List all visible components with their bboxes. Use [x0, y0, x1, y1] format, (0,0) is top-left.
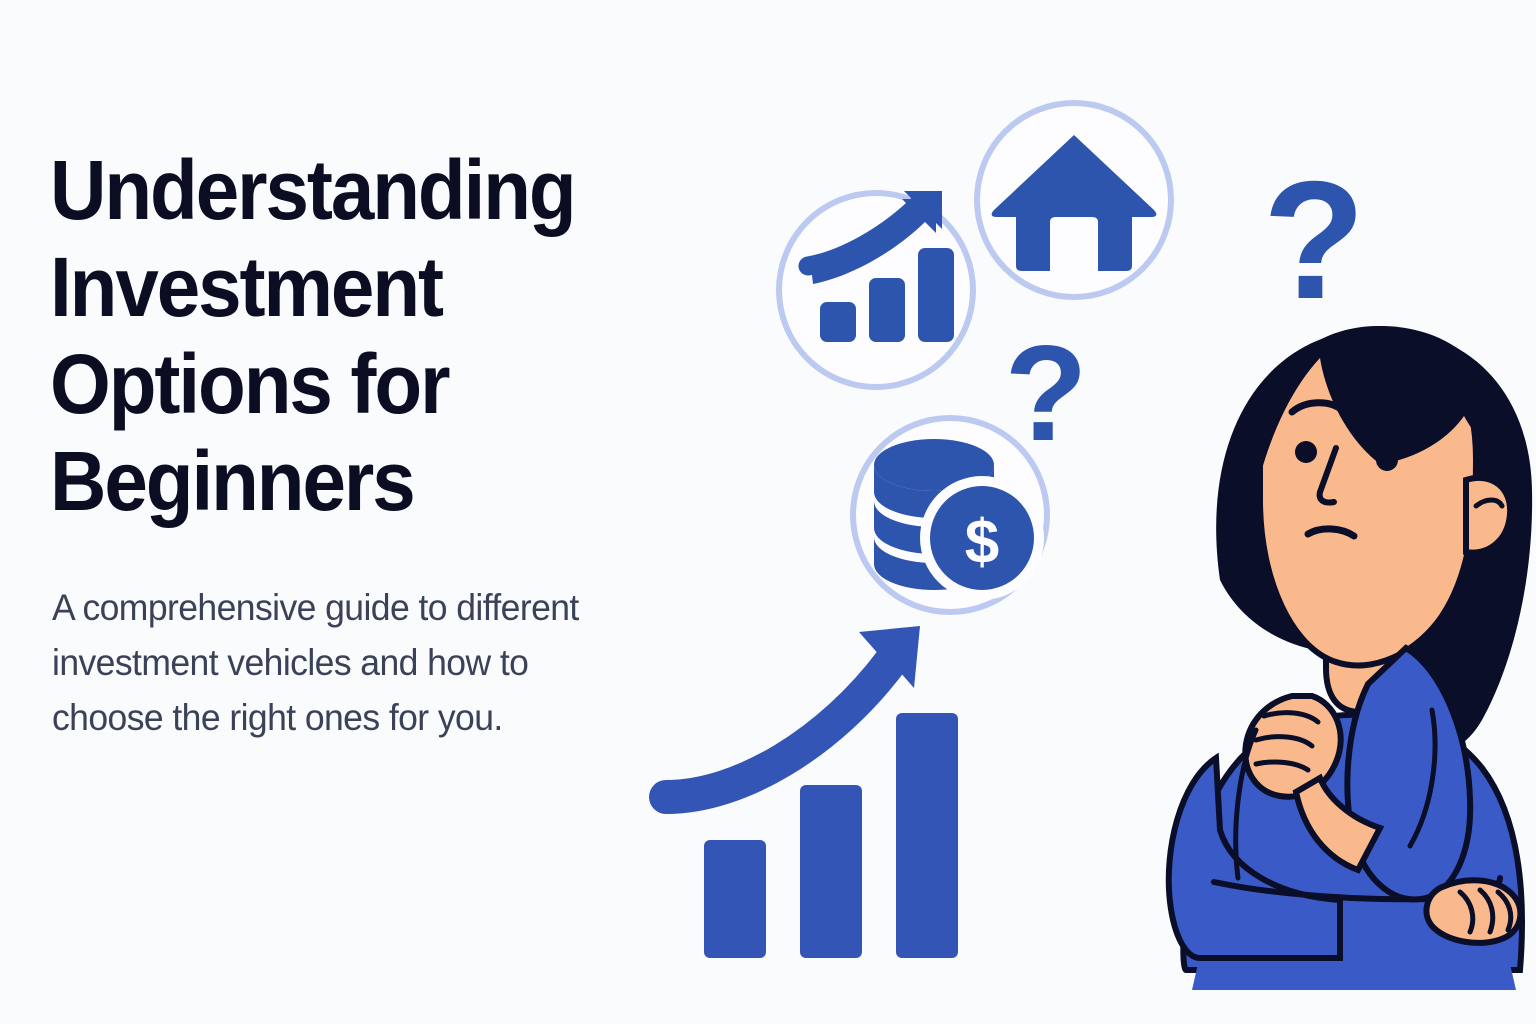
icon-bubble-savings: $ — [850, 415, 1050, 615]
knuckle-1 — [1457, 889, 1476, 935]
coins-dollar-icon: $ — [874, 439, 1044, 600]
bar-3 — [896, 713, 958, 958]
growth-arrow-head — [859, 626, 920, 688]
ear — [1463, 475, 1514, 556]
headline-group: Understanding Investment Options for Beg… — [50, 142, 810, 738]
sleeve-left — [1165, 752, 1343, 961]
eyebrow-left — [1288, 399, 1346, 416]
growth-arrow-icon — [649, 643, 909, 814]
eyebrow-right — [1360, 410, 1418, 430]
hair-front — [1249, 325, 1522, 510]
thinking-woman-figure — [1165, 325, 1533, 990]
finger-1 — [1261, 710, 1321, 725]
question-mark-large-icon: ? — [1263, 146, 1366, 334]
svg-text:?: ? — [1004, 317, 1087, 469]
knuckle-3 — [1495, 889, 1514, 933]
bar-1 — [704, 840, 766, 958]
fold-line-2 — [1407, 707, 1438, 849]
nose — [1316, 445, 1339, 506]
page-subtitle: A comprehensive guide to different inves… — [52, 587, 579, 738]
bar-2 — [800, 785, 862, 958]
eye-left — [1295, 441, 1317, 463]
knuckle-2 — [1477, 887, 1496, 935]
icon-bubble-real-estate — [974, 100, 1174, 300]
growth-bar-chart — [649, 626, 958, 958]
finger-2 — [1253, 734, 1315, 749]
fold-line-1 — [1233, 727, 1259, 881]
house-icon — [991, 135, 1157, 271]
eye-right — [1376, 449, 1398, 471]
icon-bubble-growth-chart — [776, 190, 976, 390]
finger-3 — [1253, 759, 1311, 773]
bar-chart-growth-icon — [798, 191, 954, 342]
hero-illustration: $ ? ? — [620, 40, 1536, 990]
svg-text:?: ? — [1263, 146, 1366, 334]
forearm-skin — [1292, 773, 1385, 874]
ear-detail — [1473, 497, 1505, 509]
mouth — [1304, 525, 1358, 540]
svg-text:$: $ — [965, 508, 999, 577]
question-mark-small-icon: ? — [1004, 317, 1087, 469]
page-title: Understanding Investment Options for Beg… — [50, 143, 577, 528]
